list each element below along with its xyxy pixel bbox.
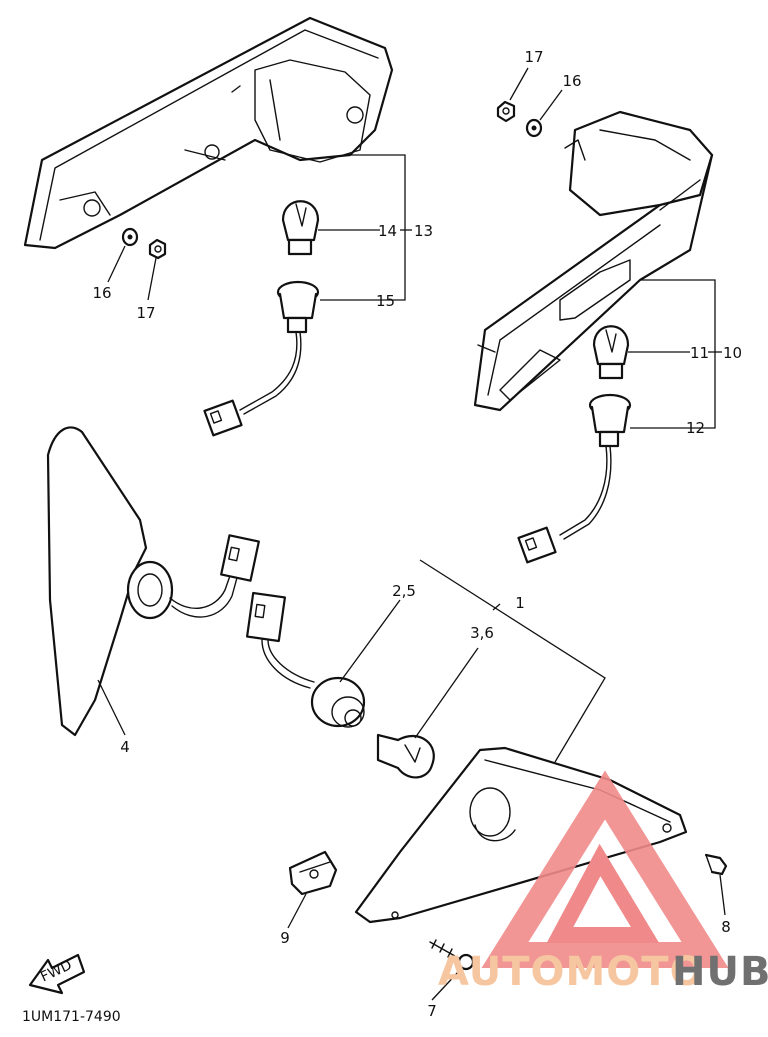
right-washer-16 <box>525 118 543 138</box>
drawing-code: 1UM171-7490 <box>22 1009 121 1025</box>
watermark-text-automoto: AUTOMOTO <box>438 949 705 995</box>
right-socket-12 <box>517 393 632 564</box>
left-nut-17 <box>148 238 167 260</box>
screw-7 <box>429 939 475 971</box>
right-rear-lamp-housing <box>473 110 714 412</box>
fwd-arrow-icon: FWD <box>28 953 86 995</box>
right-bulb-11 <box>592 325 630 380</box>
label-9: 9 <box>280 929 290 947</box>
watermark-logo: AUTOMOTO HUB <box>438 770 768 995</box>
label-8: 8 <box>721 918 731 936</box>
front-flasher-lens-4 <box>46 426 260 737</box>
clip-9 <box>288 850 338 896</box>
label-16-left: 16 <box>92 284 111 302</box>
label-2-5: 2,5 <box>392 582 416 600</box>
front-socket-2-5 <box>245 591 366 728</box>
left-socket-15 <box>203 280 320 437</box>
label-13: 13 <box>414 222 433 240</box>
label-4: 4 <box>120 738 130 756</box>
screw-8 <box>704 853 728 876</box>
label-7: 7 <box>427 1002 437 1020</box>
label-15: 15 <box>376 292 395 310</box>
left-washer-16 <box>121 227 139 247</box>
label-17-left: 17 <box>136 304 155 322</box>
label-3-6: 3,6 <box>470 624 494 642</box>
watermark-text-hub: HUB <box>672 949 768 995</box>
label-16-right: 16 <box>562 72 581 90</box>
front-bulb-3-6 <box>376 733 435 779</box>
right-nut-17 <box>496 100 516 123</box>
label-14: 14 <box>378 222 397 240</box>
left-rear-lamp-housing <box>23 16 394 250</box>
left-bulb-14 <box>281 200 320 256</box>
label-10: 10 <box>723 344 742 362</box>
label-1: 1 <box>515 594 525 612</box>
label-17-right: 17 <box>524 48 543 66</box>
label-12: 12 <box>686 419 705 437</box>
label-11: 11 <box>690 344 709 362</box>
callout-labels: 1 2,5 3,6 4 7 8 9 10 11 12 13 14 15 16 1… <box>92 48 742 1020</box>
